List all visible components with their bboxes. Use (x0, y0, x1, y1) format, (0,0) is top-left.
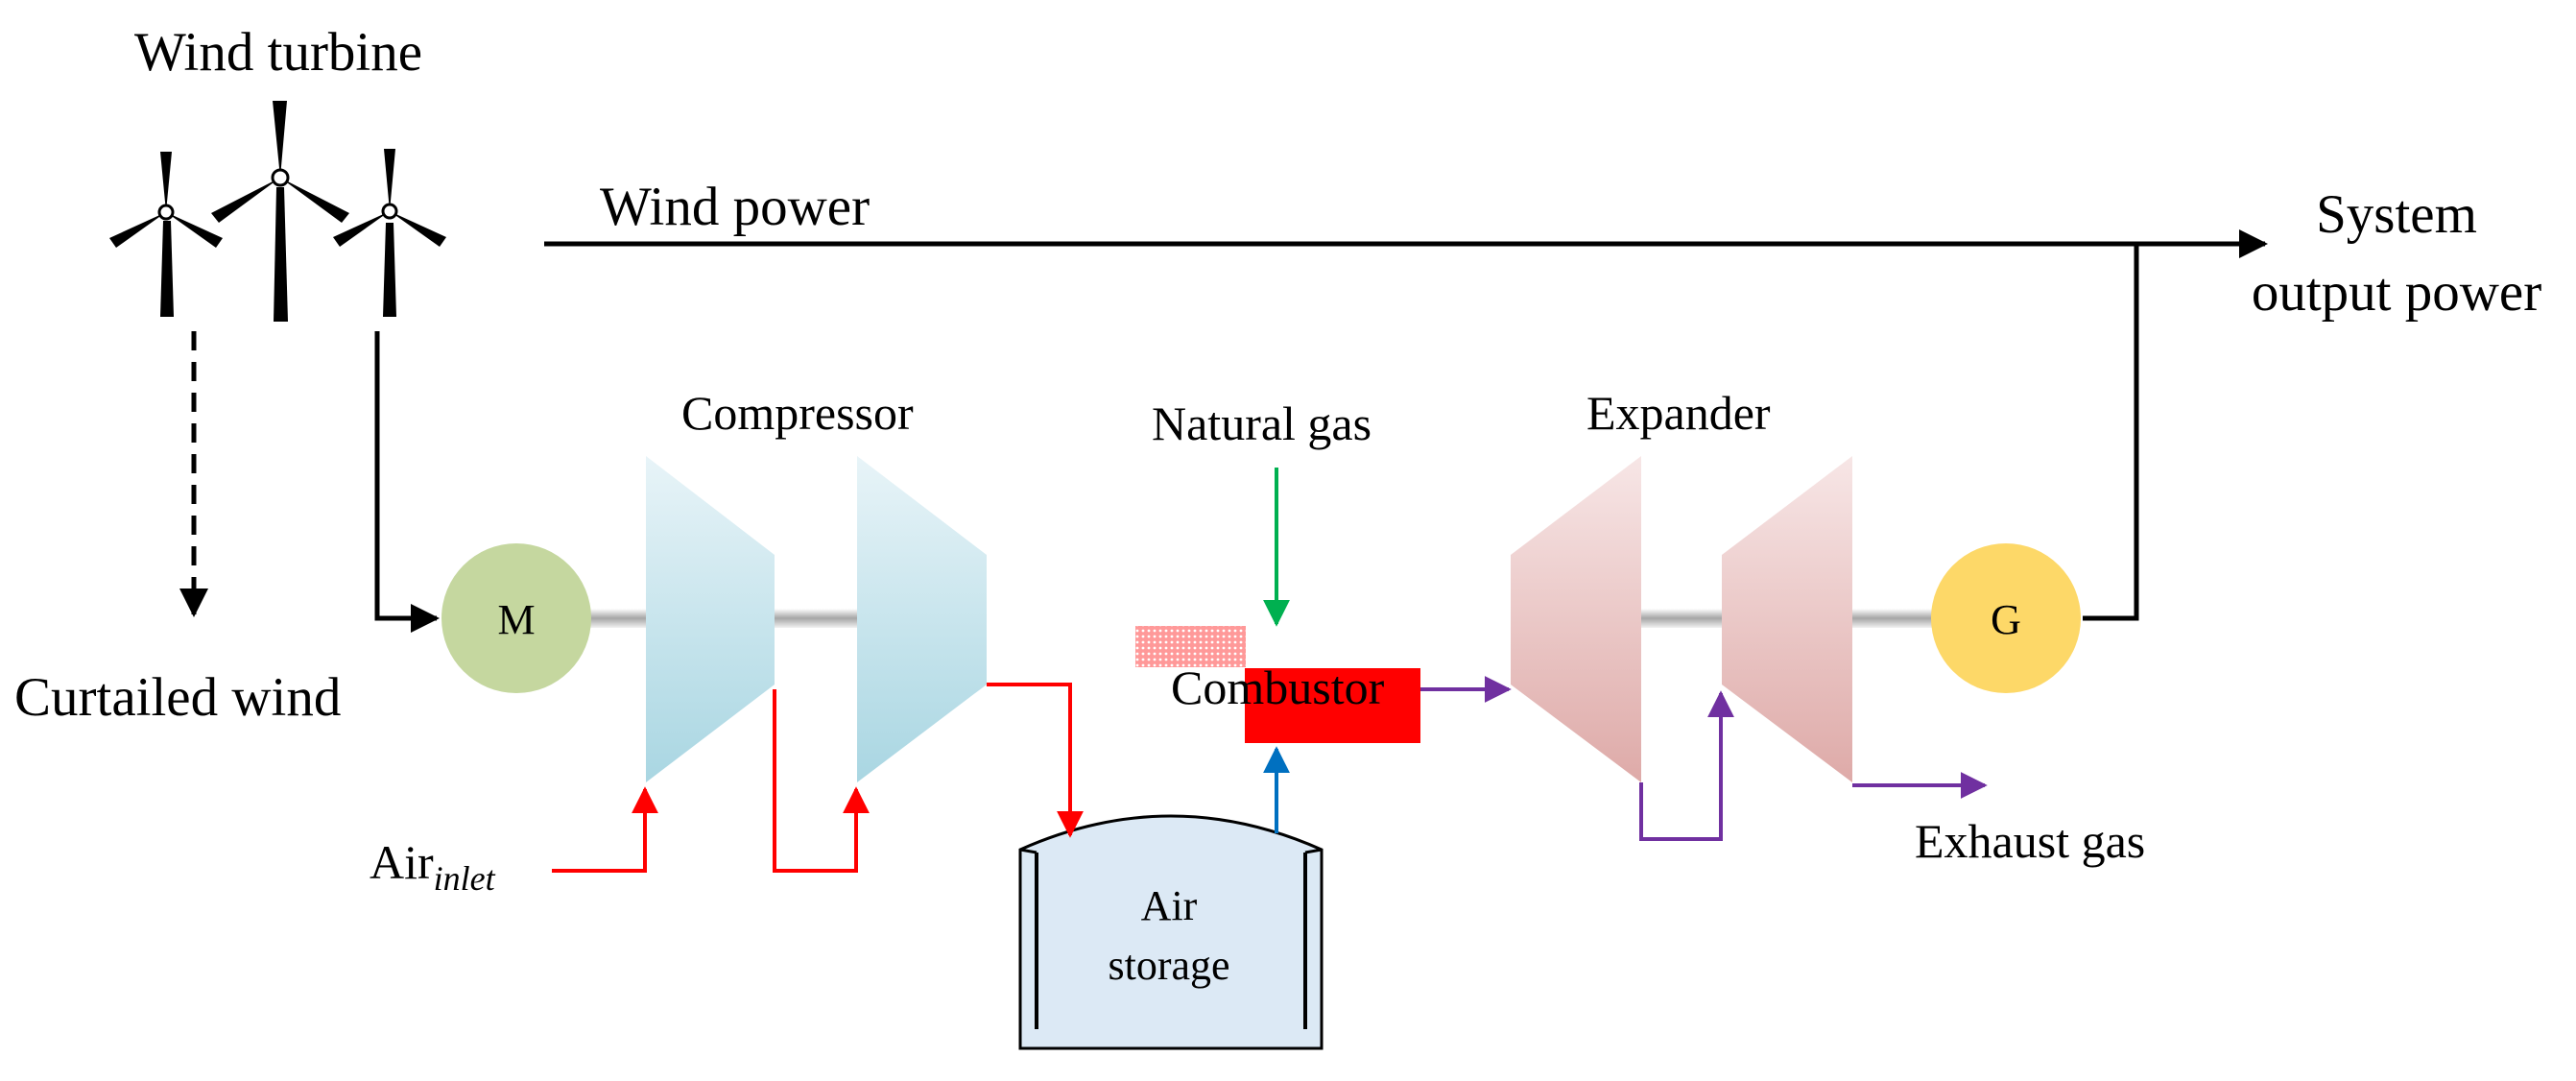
air-inlet-flow (552, 786, 658, 873)
turbine-to-motor-line (374, 331, 440, 633)
exhaust-gas-label: Exhaust gas (1915, 814, 2145, 868)
compressor-stage-1 (646, 456, 775, 782)
motor-label: M (497, 596, 535, 643)
air-storage-label-line2: storage (1108, 942, 1229, 989)
wind-turbine-right-icon (333, 149, 446, 317)
natural-gas-label: Natural gas (1152, 396, 1371, 450)
combustor-label: Combustor (1171, 661, 1385, 714)
wind-turbine-icon (109, 101, 446, 322)
motor: M (441, 543, 591, 693)
wind-turbine-label: Wind turbine (134, 22, 422, 83)
system-output-label-line1: System (2316, 184, 2477, 245)
curtailed-wind-label: Curtailed wind (14, 667, 341, 728)
air-inlet-subscript: inlet (434, 859, 496, 898)
air-inlet-label: Airinlet (370, 835, 496, 898)
air-storage-tank (1018, 814, 1324, 1050)
combustor-igniter (1135, 626, 1246, 667)
reheat-flow (1639, 690, 1734, 841)
compressor-to-storage-flow (987, 683, 1084, 838)
air-inlet-main: Air (370, 835, 434, 889)
generator-label: G (1991, 596, 2021, 643)
air-storage-label-line1: Air (1141, 882, 1198, 929)
generator-output-line (2083, 244, 2139, 621)
wind-turbine-left-icon (109, 152, 223, 317)
system-output-label-line2: output power (2252, 262, 2541, 323)
wind-power-label: Wind power (600, 177, 870, 237)
compressor-label: Compressor (681, 386, 914, 440)
intercooler-flow (773, 689, 870, 873)
compressor-stage-2 (857, 456, 987, 782)
expander-stage-2 (1722, 456, 1852, 782)
generator: G (1931, 543, 2081, 693)
expander-label: Expander (1586, 386, 1771, 440)
wind-turbine-middle-icon (211, 101, 349, 322)
expander-stage-1 (1511, 456, 1641, 782)
combustor (1245, 668, 1420, 743)
